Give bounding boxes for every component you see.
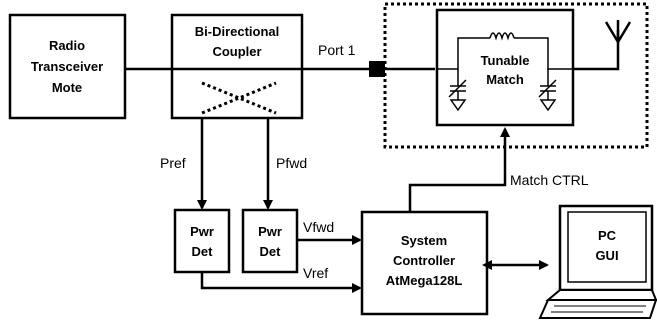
tunable-label-line2: Match [486, 72, 524, 87]
system-controller-block: System Controller AtMega128L [360, 210, 489, 316]
ground-right-icon [539, 99, 557, 112]
controller-line1: System [401, 233, 447, 248]
controller-line3: AtMega128L [386, 273, 463, 288]
radio-label-line1: Radio [49, 38, 85, 53]
coupler-label-line2: Coupler [212, 44, 261, 59]
radio-transceiver-block: Radio Transceiver Mote [8, 13, 127, 120]
inductor-icon [489, 32, 515, 41]
coupler-cross-path-2 [201, 81, 277, 115]
match-ctrl-arrow [408, 127, 510, 212]
pwrdet-fwd-line2: Det [260, 244, 282, 259]
vref-arrow [200, 272, 362, 293]
port1-connector [369, 61, 385, 77]
pc-gui-icon: PC GUI [538, 204, 657, 319]
tunable-match-block: Tunable Match [435, 8, 575, 127]
power-detector-fwd-block: Pwr Det [241, 208, 299, 274]
pwrdet-fwd-line1: Pwr [258, 224, 282, 239]
pref-label: Pref [160, 155, 186, 171]
pfwd-label: Pfwd [276, 155, 307, 171]
pc-label-line2: GUI [595, 248, 618, 263]
radio-label-line2: Transceiver [31, 59, 103, 74]
vfwd-label: Vfwd [303, 219, 334, 235]
match-wire-right [514, 37, 573, 70]
antenna-icon [573, 20, 632, 71]
power-detector-ref-block: Pwr Det [173, 208, 231, 274]
port1-label: Port 1 [318, 42, 356, 58]
vref-label: Vref [303, 265, 328, 281]
match-wire-left [437, 37, 490, 70]
tunable-label-line1: Tunable [481, 53, 530, 68]
pwrdet-ref-line1: Pwr [190, 224, 214, 239]
pc-label-line1: PC [598, 228, 617, 243]
radio-label-line3: Mote [52, 80, 82, 95]
coupler-label-line1: Bi-Directional [195, 24, 280, 39]
match-ctrl-label: Match CTRL [510, 172, 589, 188]
coupler-cross-path-1 [201, 81, 277, 115]
antenna-enclosure [383, 2, 649, 149]
pwrdet-ref-line2: Det [192, 244, 214, 259]
controller-line2: Controller [393, 253, 455, 268]
bidirectional-coupler-block: Bi-Directional Coupler [170, 13, 304, 120]
ground-left-icon [449, 99, 467, 112]
